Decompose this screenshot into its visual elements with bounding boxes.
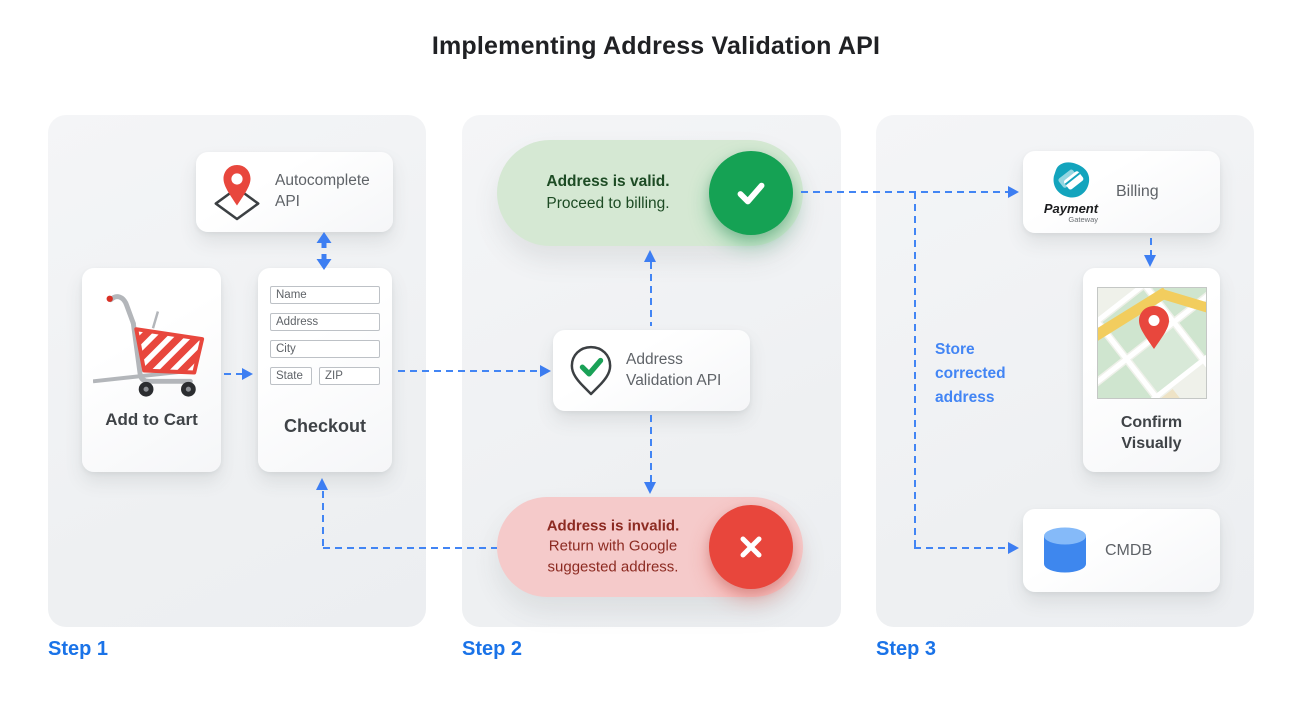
confirm-visually-label: Confirm Visually <box>1120 414 1183 452</box>
arrow-validation-to-invalid-head <box>644 482 656 494</box>
add-to-cart-label: Add to Cart <box>105 410 198 429</box>
database-icon <box>1042 527 1088 575</box>
step1-label: Step 1 <box>48 638 109 660</box>
page-title: Implementing Address Validation API <box>431 32 881 60</box>
step3-label: Step 3 <box>876 638 937 660</box>
arrow-validation-to-valid-head <box>644 250 656 262</box>
arrow-checkout-to-validation-head <box>540 365 551 377</box>
cmdb-card: CMDB <box>1023 509 1220 592</box>
checkout-state-input[interactable] <box>270 367 312 385</box>
payment-logo-subtitle: Gateway <box>1068 214 1098 224</box>
address-valid-pill: Address is valid. Proceed to billing. <box>497 140 803 246</box>
checkout-address-input[interactable] <box>270 313 380 331</box>
arrow-billing-to-confirm-head <box>1144 255 1156 267</box>
arrow-store-to-cmdb-head <box>1008 542 1019 554</box>
billing-label: Billing <box>1116 183 1159 201</box>
checkout-label: Checkout <box>283 416 366 436</box>
valid-body: Proceed to billing. <box>546 195 670 212</box>
map-pin-diamond-icon <box>210 163 264 221</box>
address-validation-api-card: Address Validation API <box>553 330 750 411</box>
payment-gateway-icon <box>1050 161 1092 201</box>
valid-check-badge <box>709 151 793 235</box>
autocomplete-api-card: Autocomplete API <box>196 152 393 232</box>
payment-logo-title: Payment <box>1043 200 1099 216</box>
address-validation-api-label: Address Validation API <box>626 350 722 389</box>
checkout-zip-input[interactable] <box>319 367 380 385</box>
billing-card: Payment Gateway Billing <box>1023 151 1220 233</box>
arrow-invalid-return-vline <box>322 491 324 547</box>
arrow-invalid-return-head <box>316 478 328 490</box>
arrow-validation-to-valid-line <box>650 262 652 326</box>
map-image <box>1096 287 1207 399</box>
checkout-city-input[interactable] <box>270 340 380 358</box>
x-icon <box>736 532 766 562</box>
arrow-valid-to-billing-line <box>801 191 1008 193</box>
check-icon <box>732 174 770 212</box>
store-corrected-address-note: Store corrected address <box>935 341 1006 407</box>
add-to-cart-card: Add to Cart <box>82 268 221 472</box>
step2-label: Step 2 <box>462 638 523 660</box>
autocomplete-api-label: Autocomplete API <box>275 172 370 210</box>
pin-check-icon <box>569 345 613 397</box>
arrow-valid-to-billing-head <box>1008 186 1019 198</box>
store-branch-vline <box>914 192 916 547</box>
arrow-cart-to-checkout-line <box>224 373 243 375</box>
arrow-invalid-return-hline <box>323 547 497 549</box>
arrow-store-to-cmdb-line <box>914 547 1008 549</box>
cmdb-label: CMDB <box>1105 541 1153 559</box>
bidirectional-arrow-icon <box>316 232 332 270</box>
shopping-cart-icon <box>92 284 211 402</box>
arrow-billing-to-confirm-line <box>1150 238 1152 255</box>
confirm-visually-card: Confirm Visually <box>1083 268 1220 472</box>
arrow-validation-to-invalid-line <box>650 415 652 482</box>
invalid-x-badge <box>709 505 793 589</box>
address-invalid-pill: Address is invalid. Return with Google s… <box>497 497 803 597</box>
arrow-checkout-to-validation-line <box>398 370 540 372</box>
payment-gateway-logo: Payment Gateway <box>1038 161 1104 224</box>
checkout-card: Checkout <box>258 268 392 472</box>
invalid-title: Address is invalid. <box>546 517 680 535</box>
arrow-cart-to-checkout-head <box>242 368 253 380</box>
valid-title: Address is valid. <box>546 173 670 190</box>
checkout-name-input[interactable] <box>270 286 380 304</box>
invalid-body: Return with Google suggested address. <box>547 537 679 576</box>
